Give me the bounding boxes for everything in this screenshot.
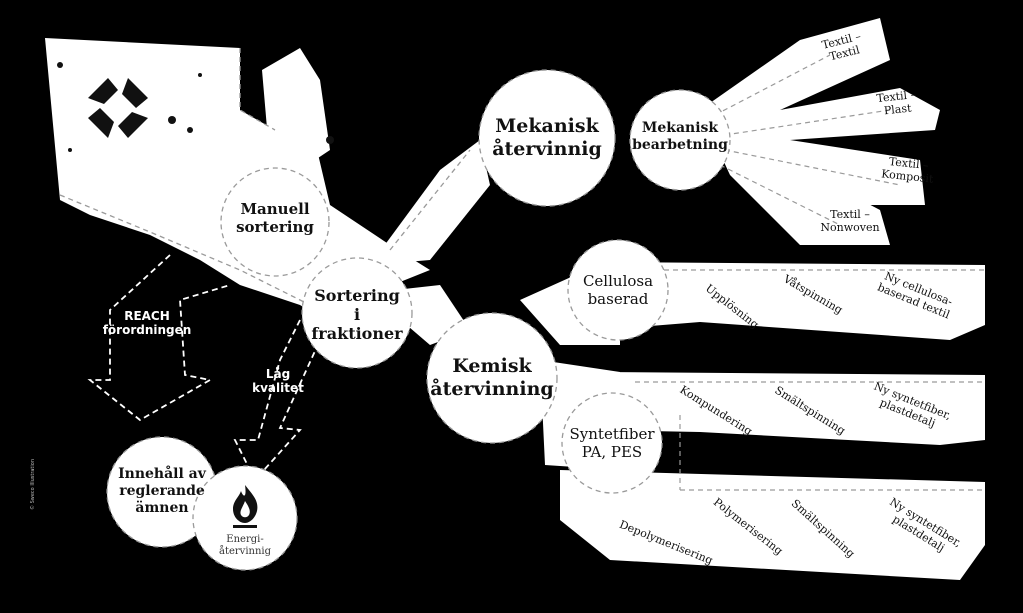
label-syntetfiber: Syntetfiber PA, PES: [569, 425, 655, 461]
node-syntetfiber-circle: [561, 392, 663, 494]
label-lag-kvalitet: Låg kvalitet: [252, 367, 304, 395]
label-reach: REACH förordningen: [102, 309, 192, 337]
node-mekanisk-circle: [478, 69, 616, 207]
synthetic-arm-lower: [560, 470, 985, 580]
label-kemisk-atervinning: Kemisk återvinning: [430, 355, 554, 400]
arrow-reach: [87, 254, 231, 422]
node-cellulosa-circle: [567, 239, 669, 341]
branch-mechanical: [370, 140, 490, 265]
label-innehall: Innehåll av reglerande ämnen: [118, 466, 206, 516]
node-kemisk-circle: [426, 312, 558, 444]
label-manuell-sortering: Manuell sortering: [236, 200, 314, 236]
cellulose-arm: [600, 262, 985, 340]
label-energiatervinnig: Energi- återvinnig: [218, 534, 271, 557]
flame-icon: [233, 485, 258, 528]
label-mekanisk-atervinning: Mekanisk återvinnig: [492, 115, 602, 160]
label-cellulosa-baserad: Cellulosa baserad: [582, 272, 654, 308]
node-sortering-circle: [301, 257, 413, 369]
label-textil-nonwoven: Textil – Nonwoven: [820, 208, 880, 235]
arrow-lag-kvalitet: [233, 319, 321, 482]
credit-text: © Sweco Illustration: [30, 458, 36, 510]
label-sortering-fraktioner: Sortering i fraktioner: [311, 286, 403, 344]
recycle-icon: [88, 78, 148, 138]
node-bearbetning-circle: [629, 89, 731, 191]
grunge-spots: [57, 62, 334, 152]
synthetic-arm-upper: [600, 372, 985, 445]
mechanical-fan: [700, 18, 940, 245]
node-manuell-circle: [220, 167, 330, 277]
label-mekanisk-bearbetning: Mekanisk bearbetning: [632, 120, 728, 153]
